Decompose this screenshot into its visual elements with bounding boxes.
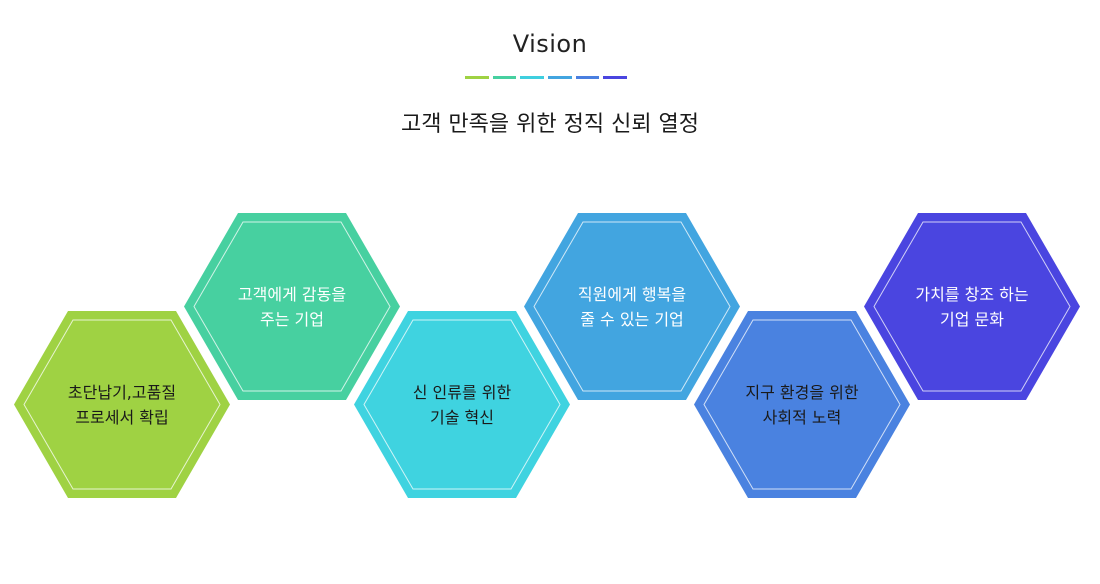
hexagon-quality-process: 초단납기,고품질 프로세서 확립 [14, 311, 230, 498]
hexagon-label: 신 인류를 위한 기술 혁신 [382, 311, 542, 498]
hexagon-shape [184, 213, 400, 400]
divider-segment [465, 76, 489, 79]
hexagon-shape [14, 311, 230, 498]
hexagon-label: 직원에게 행복을 줄 수 있는 기업 [552, 213, 712, 400]
hexagon-employee-happiness: 직원에게 행복을 줄 수 있는 기업 [524, 213, 740, 400]
hexagon-label-line: 프로세서 확립 [75, 407, 169, 427]
hexagon-customer-delight: 고객에게 감동을 주는 기업 [184, 213, 400, 400]
divider-segment [603, 76, 628, 79]
hexagon-label: 지구 환경을 위한 사회적 노력 [722, 311, 882, 498]
hexagon-label-line: 지구 환경을 위한 [745, 382, 859, 402]
divider-segment [492, 76, 517, 79]
hexagon-label-line: 고객에게 감동을 [237, 284, 347, 304]
title-divider [465, 76, 628, 79]
hexagon-label-line: 기업 문화 [940, 309, 1004, 329]
hexagon-label: 가치를 창조 하는 기업 문화 [892, 213, 1052, 400]
hexagon-label-line: 주는 기업 [260, 309, 324, 329]
hexagon-label-line: 줄 수 있는 기업 [580, 309, 684, 329]
hexagon-label-line: 직원에게 행복을 [577, 284, 687, 304]
hexagon-shape [694, 311, 910, 498]
divider-segment [575, 76, 600, 79]
hexagon-shape [864, 213, 1080, 400]
hexagon-shape [354, 311, 570, 498]
vision-statement: 고객 만족을 위한 정직 신뢰 열정 [400, 112, 700, 137]
hexagon-tech-innovation: 신 인류를 위한 기술 혁신 [354, 311, 570, 498]
section-title: Vision [512, 30, 588, 58]
divider-segment [520, 76, 545, 79]
hexagon-label-line: 사회적 노력 [762, 407, 842, 427]
hexagon-label-line: 가치를 창조 하는 [915, 284, 1029, 304]
hexagon-label: 초단납기,고품질 프로세서 확립 [42, 311, 202, 498]
hexagon-environment-effort: 지구 환경을 위한 사회적 노력 [694, 311, 910, 498]
hexagon-label: 고객에게 감동을 주는 기업 [212, 213, 372, 400]
hexagon-label-line: 기술 혁신 [430, 407, 494, 427]
divider-segment [548, 76, 572, 79]
hexagon-label-line: 신 인류를 위한 [412, 382, 512, 402]
hexagon-shape [524, 213, 740, 400]
hexagon-value-culture: 가치를 창조 하는 기업 문화 [864, 213, 1080, 400]
hexagon-label-line: 초단납기,고품질 [67, 382, 177, 402]
